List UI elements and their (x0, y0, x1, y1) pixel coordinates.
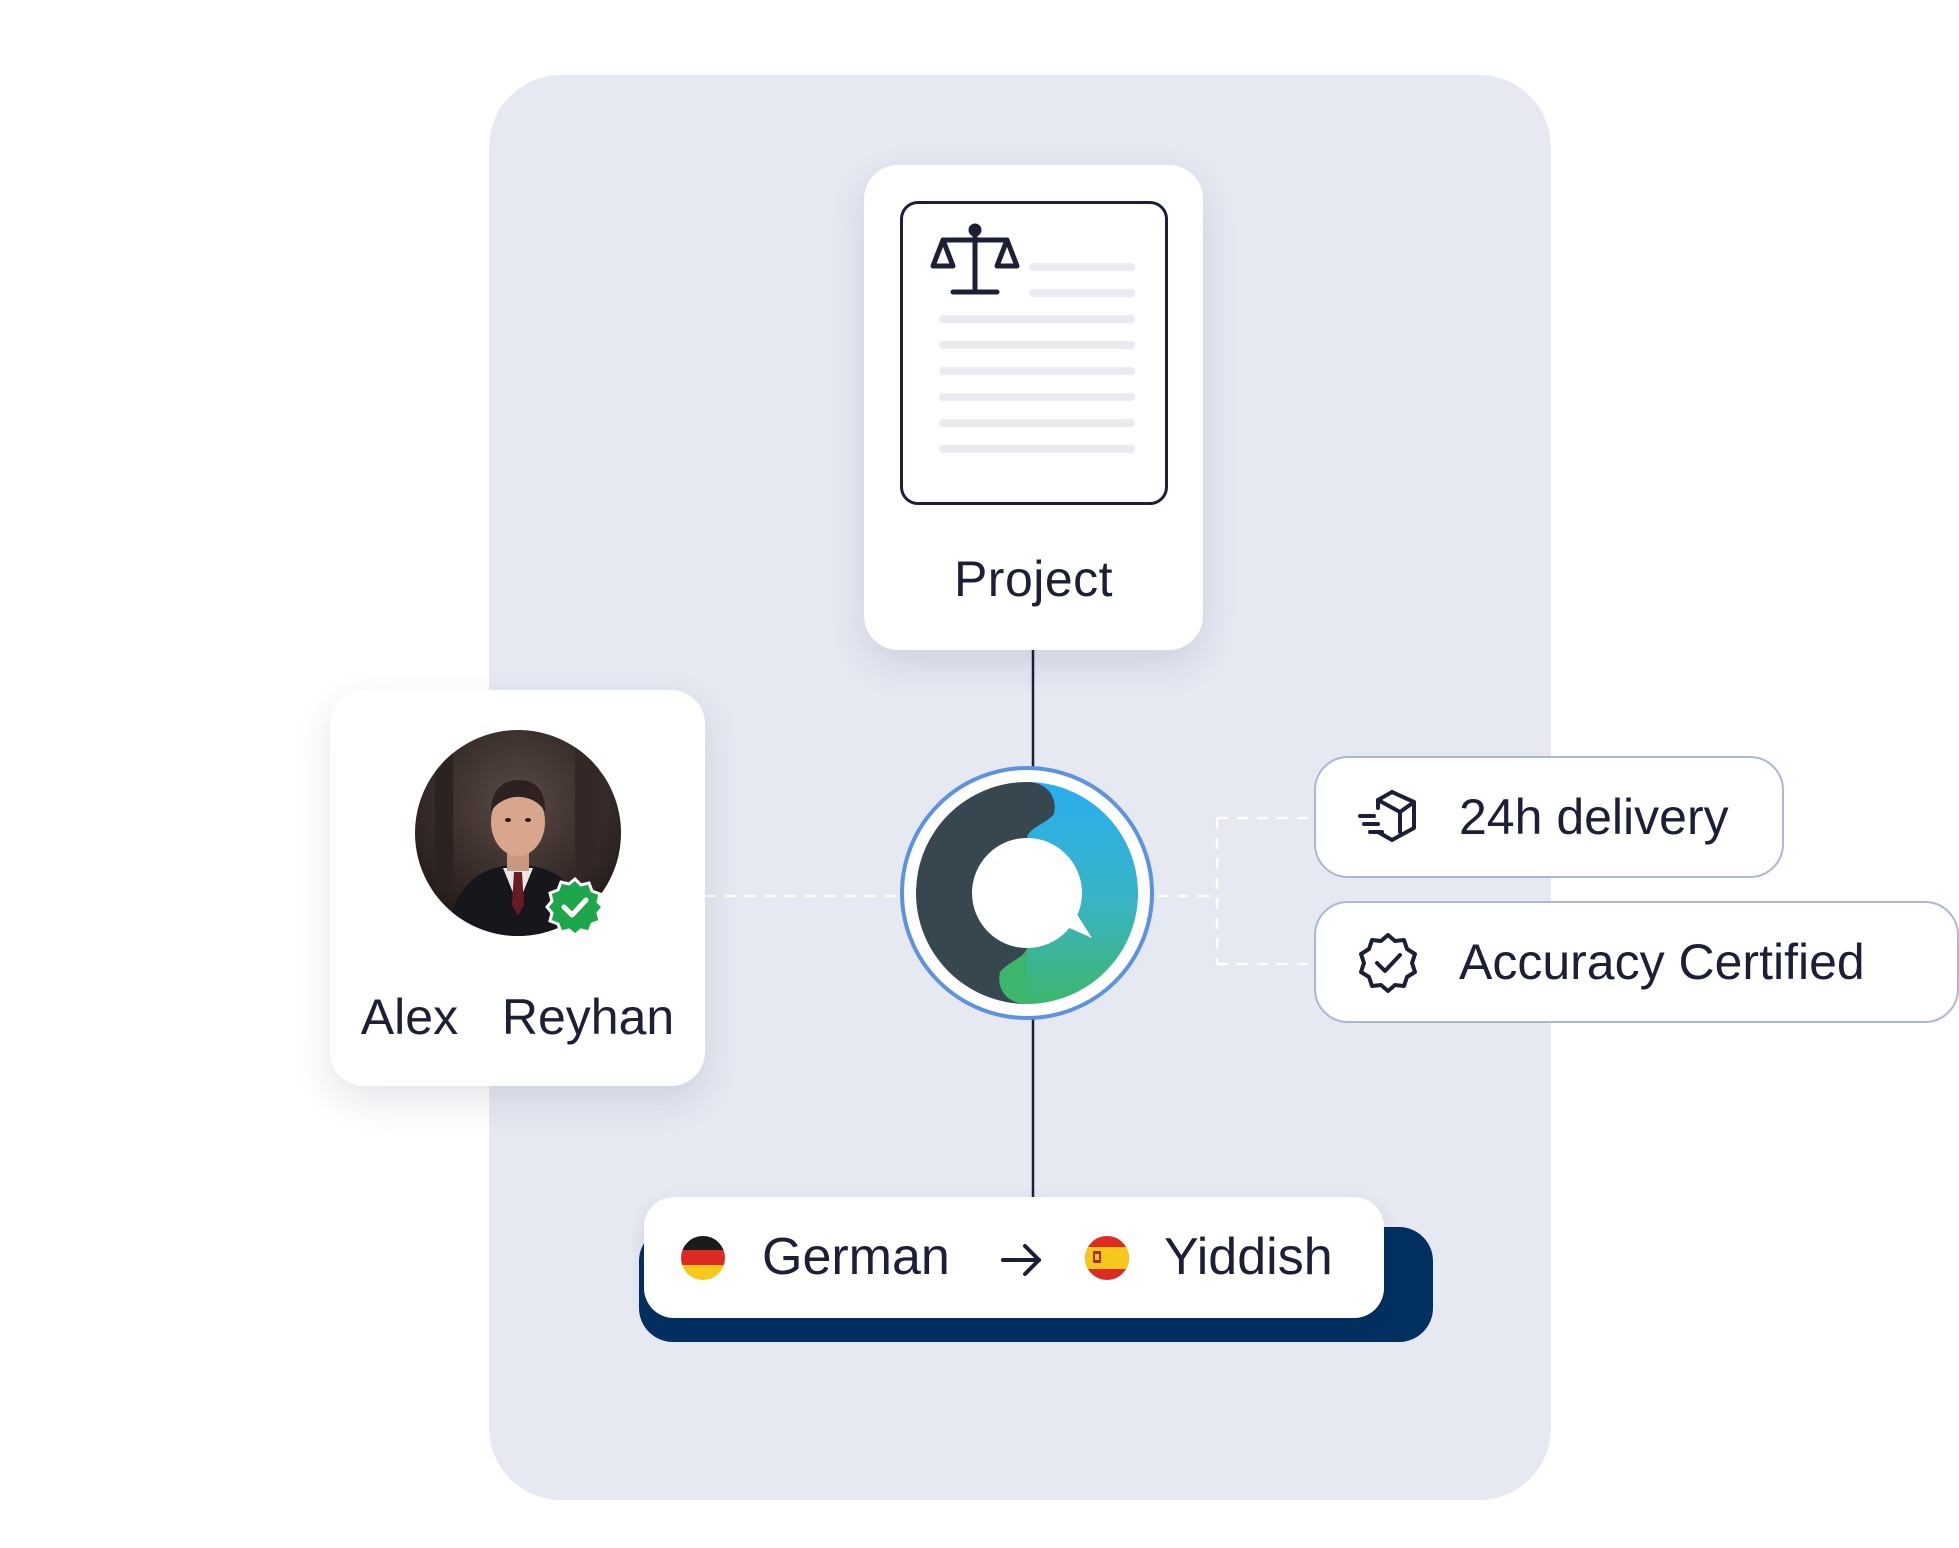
target-language: Yiddish (1164, 1228, 1333, 1286)
project-label: Project (953, 551, 1114, 607)
translator-name: Alex Reyhan (360, 989, 675, 1045)
scales-icon (930, 223, 1020, 295)
feature-accuracy-label: Accuracy Certified (1459, 934, 1865, 990)
brand-logo-icon (900, 766, 1154, 1020)
hub-logo (896, 762, 1158, 1024)
document-text-lines (939, 263, 1135, 453)
german-flag-icon (681, 1236, 725, 1280)
package-delivery-icon (1358, 790, 1416, 842)
certified-badge-icon (1359, 933, 1417, 993)
language-pair-card[interactable]: German Yiddish (644, 1197, 1384, 1318)
feature-delivery: 24h delivery (1314, 756, 1784, 878)
arrow-right-icon (1001, 1244, 1041, 1276)
project-card[interactable]: Project (864, 165, 1203, 650)
verified-badge-icon (545, 876, 606, 937)
document-preview (900, 201, 1168, 505)
source-language: German (762, 1228, 950, 1286)
feature-delivery-label: 24h delivery (1459, 789, 1729, 845)
feature-accuracy: Accuracy Certified (1314, 901, 1959, 1023)
spanish-flag-icon (1085, 1236, 1129, 1280)
translator-card[interactable]: Alex Reyhan (330, 690, 705, 1086)
